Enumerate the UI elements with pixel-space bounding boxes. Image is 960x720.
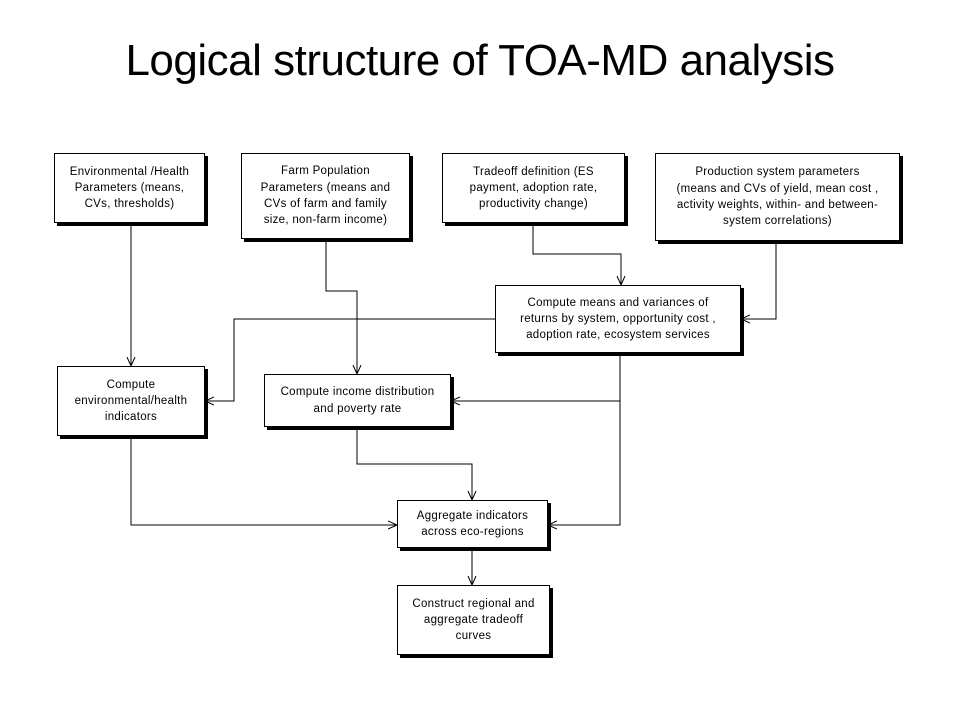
arrow-compute-means-to-aggregate bbox=[548, 401, 621, 525]
tradeoff-def-box: Tradeoff definition (ES payment, adoptio… bbox=[442, 153, 625, 223]
compute-env-box: Compute environmental/health indicators bbox=[57, 366, 205, 436]
farm-params-box: Farm Population Parameters (means and CV… bbox=[241, 153, 410, 239]
production-params-box: Production system parameters (means and … bbox=[655, 153, 900, 241]
arrow-tradeoff-to-compute-means bbox=[532, 224, 621, 285]
page-title: Logical structure of TOA-MD analysis bbox=[125, 36, 835, 85]
env-params-box: Environmental /Health Parameters (means,… bbox=[54, 153, 205, 223]
arrow-production-to-compute-means bbox=[741, 242, 777, 319]
arrow-compute-income-to-aggregate bbox=[356, 427, 472, 500]
compute-income-box: Compute income distribution and poverty … bbox=[264, 374, 451, 427]
arrow-compute-env-to-aggregate bbox=[130, 436, 397, 525]
arrow-compute-means-to-compute-env bbox=[205, 318, 495, 401]
compute-means-box: Compute means and variances of returns b… bbox=[495, 285, 741, 353]
construct-box: Construct regional and aggregate tradeof… bbox=[397, 585, 550, 655]
aggregate-box: Aggregate indicators across eco-regions bbox=[397, 500, 548, 548]
arrow-compute-means-to-compute-income bbox=[451, 353, 621, 401]
arrow-farm-params-to-compute-income bbox=[325, 240, 357, 374]
